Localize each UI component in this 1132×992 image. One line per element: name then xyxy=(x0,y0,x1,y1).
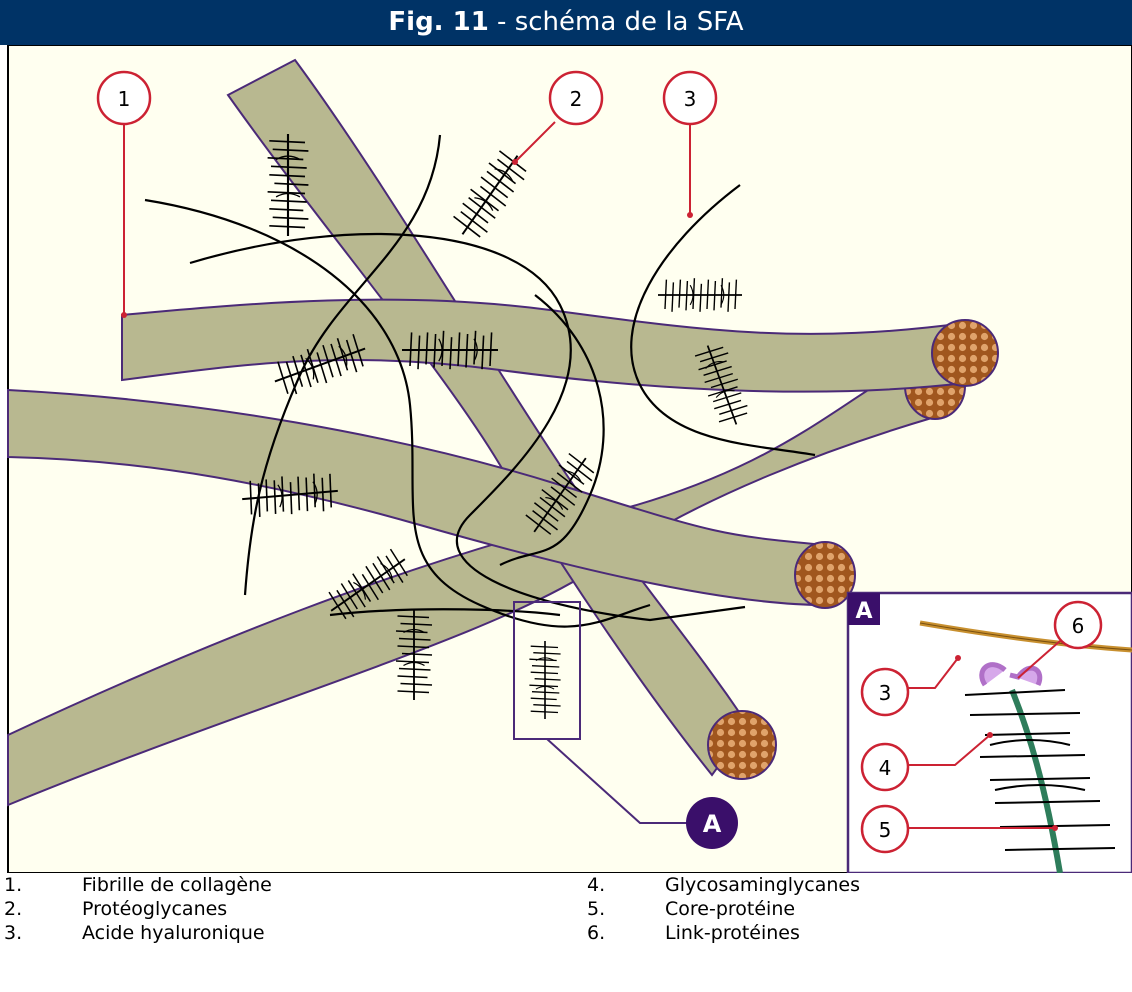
callout-2: 2 xyxy=(550,72,602,124)
inset-label: A xyxy=(855,599,872,624)
fibril-cross-section xyxy=(708,711,776,779)
inset-callout-4: 4 xyxy=(862,744,908,790)
svg-text:2: 2 xyxy=(570,87,583,111)
callout-a-badge: A xyxy=(686,797,738,849)
svg-text:1: 1 xyxy=(118,87,131,111)
legend-number: 3. xyxy=(4,921,22,945)
sfa-diagram: 1 2 3 A A xyxy=(0,45,1132,873)
fibril-cross-section xyxy=(795,542,855,608)
inset-callout-5: 5 xyxy=(862,806,908,852)
fibril-cross-section xyxy=(932,320,998,386)
legend: 1. Fibrille de collagène 2. Protéoglycan… xyxy=(0,873,1132,992)
legend-number: 2. xyxy=(4,897,22,921)
inset-a: A 3 xyxy=(848,593,1132,873)
inset-callout-3: 3 xyxy=(862,669,908,715)
legend-number: 1. xyxy=(4,873,22,897)
figure-title: Fig. 11 - schéma de la SFA xyxy=(0,0,1132,45)
legend-number: 5. xyxy=(587,897,605,921)
svg-text:3: 3 xyxy=(684,87,697,111)
legend-text: Core-protéine xyxy=(665,897,795,921)
legend-text: Protéoglycanes xyxy=(82,897,227,921)
legend-number: 4. xyxy=(587,873,605,897)
svg-text:5: 5 xyxy=(879,818,892,842)
legend-text: Link-protéines xyxy=(665,921,800,945)
inset-callout-6: 6 xyxy=(1055,602,1101,648)
legend-text: Fibrille de collagène xyxy=(82,873,272,897)
legend-text: Glycosaminglycanes xyxy=(665,873,860,897)
figure-number: Fig. 11 xyxy=(388,7,488,37)
legend-text: Acide hyaluronique xyxy=(82,921,265,945)
callout-1: 1 xyxy=(98,72,150,124)
callout-3: 3 xyxy=(664,72,716,124)
svg-text:6: 6 xyxy=(1072,614,1085,638)
figure-caption: - schéma de la SFA xyxy=(489,7,744,37)
svg-text:3: 3 xyxy=(879,681,892,705)
svg-text:A: A xyxy=(703,810,722,838)
legend-number: 6. xyxy=(587,921,605,945)
svg-text:4: 4 xyxy=(879,756,892,780)
